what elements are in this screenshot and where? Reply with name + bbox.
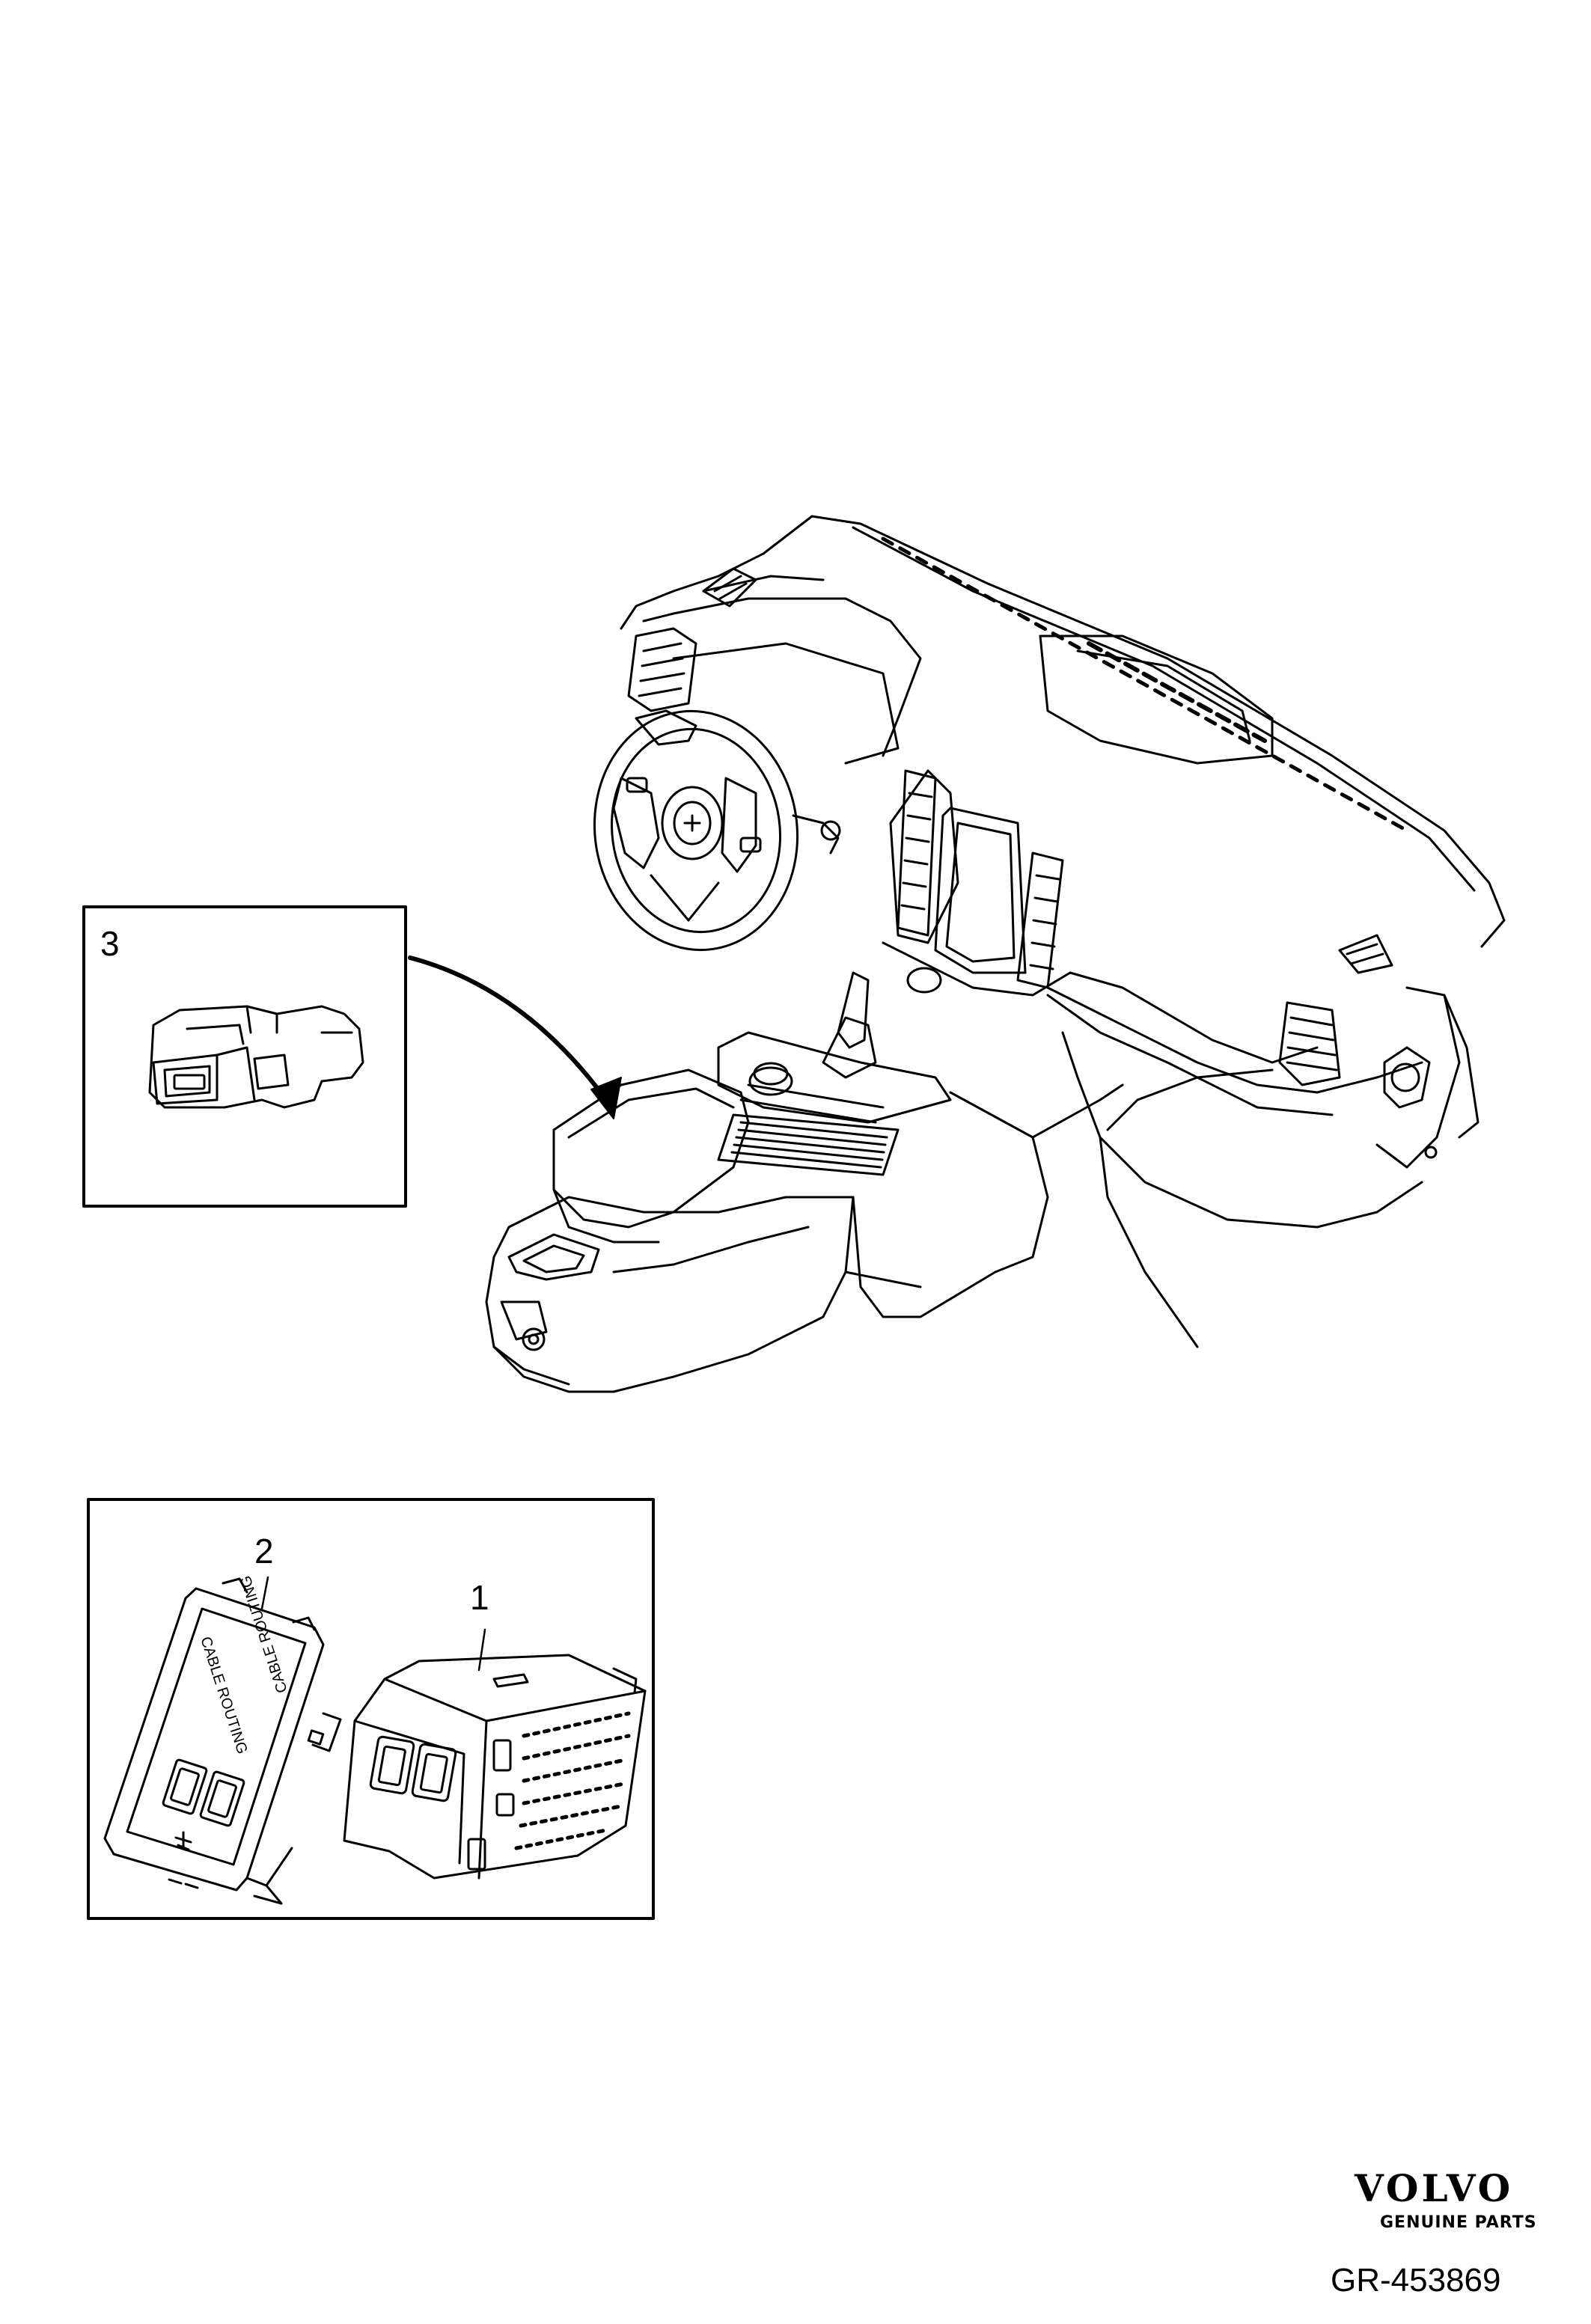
reference-number: GR-453869 xyxy=(1331,2262,1501,2299)
callout-3: 3 xyxy=(100,924,120,963)
volvo-logo: VOLVO xyxy=(1355,2166,1514,2210)
dashboard-illustration xyxy=(620,515,1506,1348)
leader-line-2 xyxy=(260,1576,269,1610)
cable-routing-label-left: CABLE ROUTING xyxy=(197,1635,250,1756)
usb-module-part-1 xyxy=(343,1654,647,1880)
leader-line-1 xyxy=(477,1628,486,1672)
steering-wheel-illustration xyxy=(593,709,841,952)
pointer-arrow xyxy=(408,955,622,1119)
usb-hub-part-3 xyxy=(148,1005,364,1109)
usb-cover-plate-part-2 xyxy=(103,1577,342,1905)
callout-1: 1 xyxy=(470,1578,489,1617)
center-console-illustration xyxy=(485,967,1124,1393)
detail-box-3 xyxy=(82,905,407,1208)
genuine-parts-label: GENUINE PARTS xyxy=(1380,2213,1537,2232)
detail-box-1-2 xyxy=(87,1498,655,1920)
callout-2: 2 xyxy=(254,1532,274,1571)
